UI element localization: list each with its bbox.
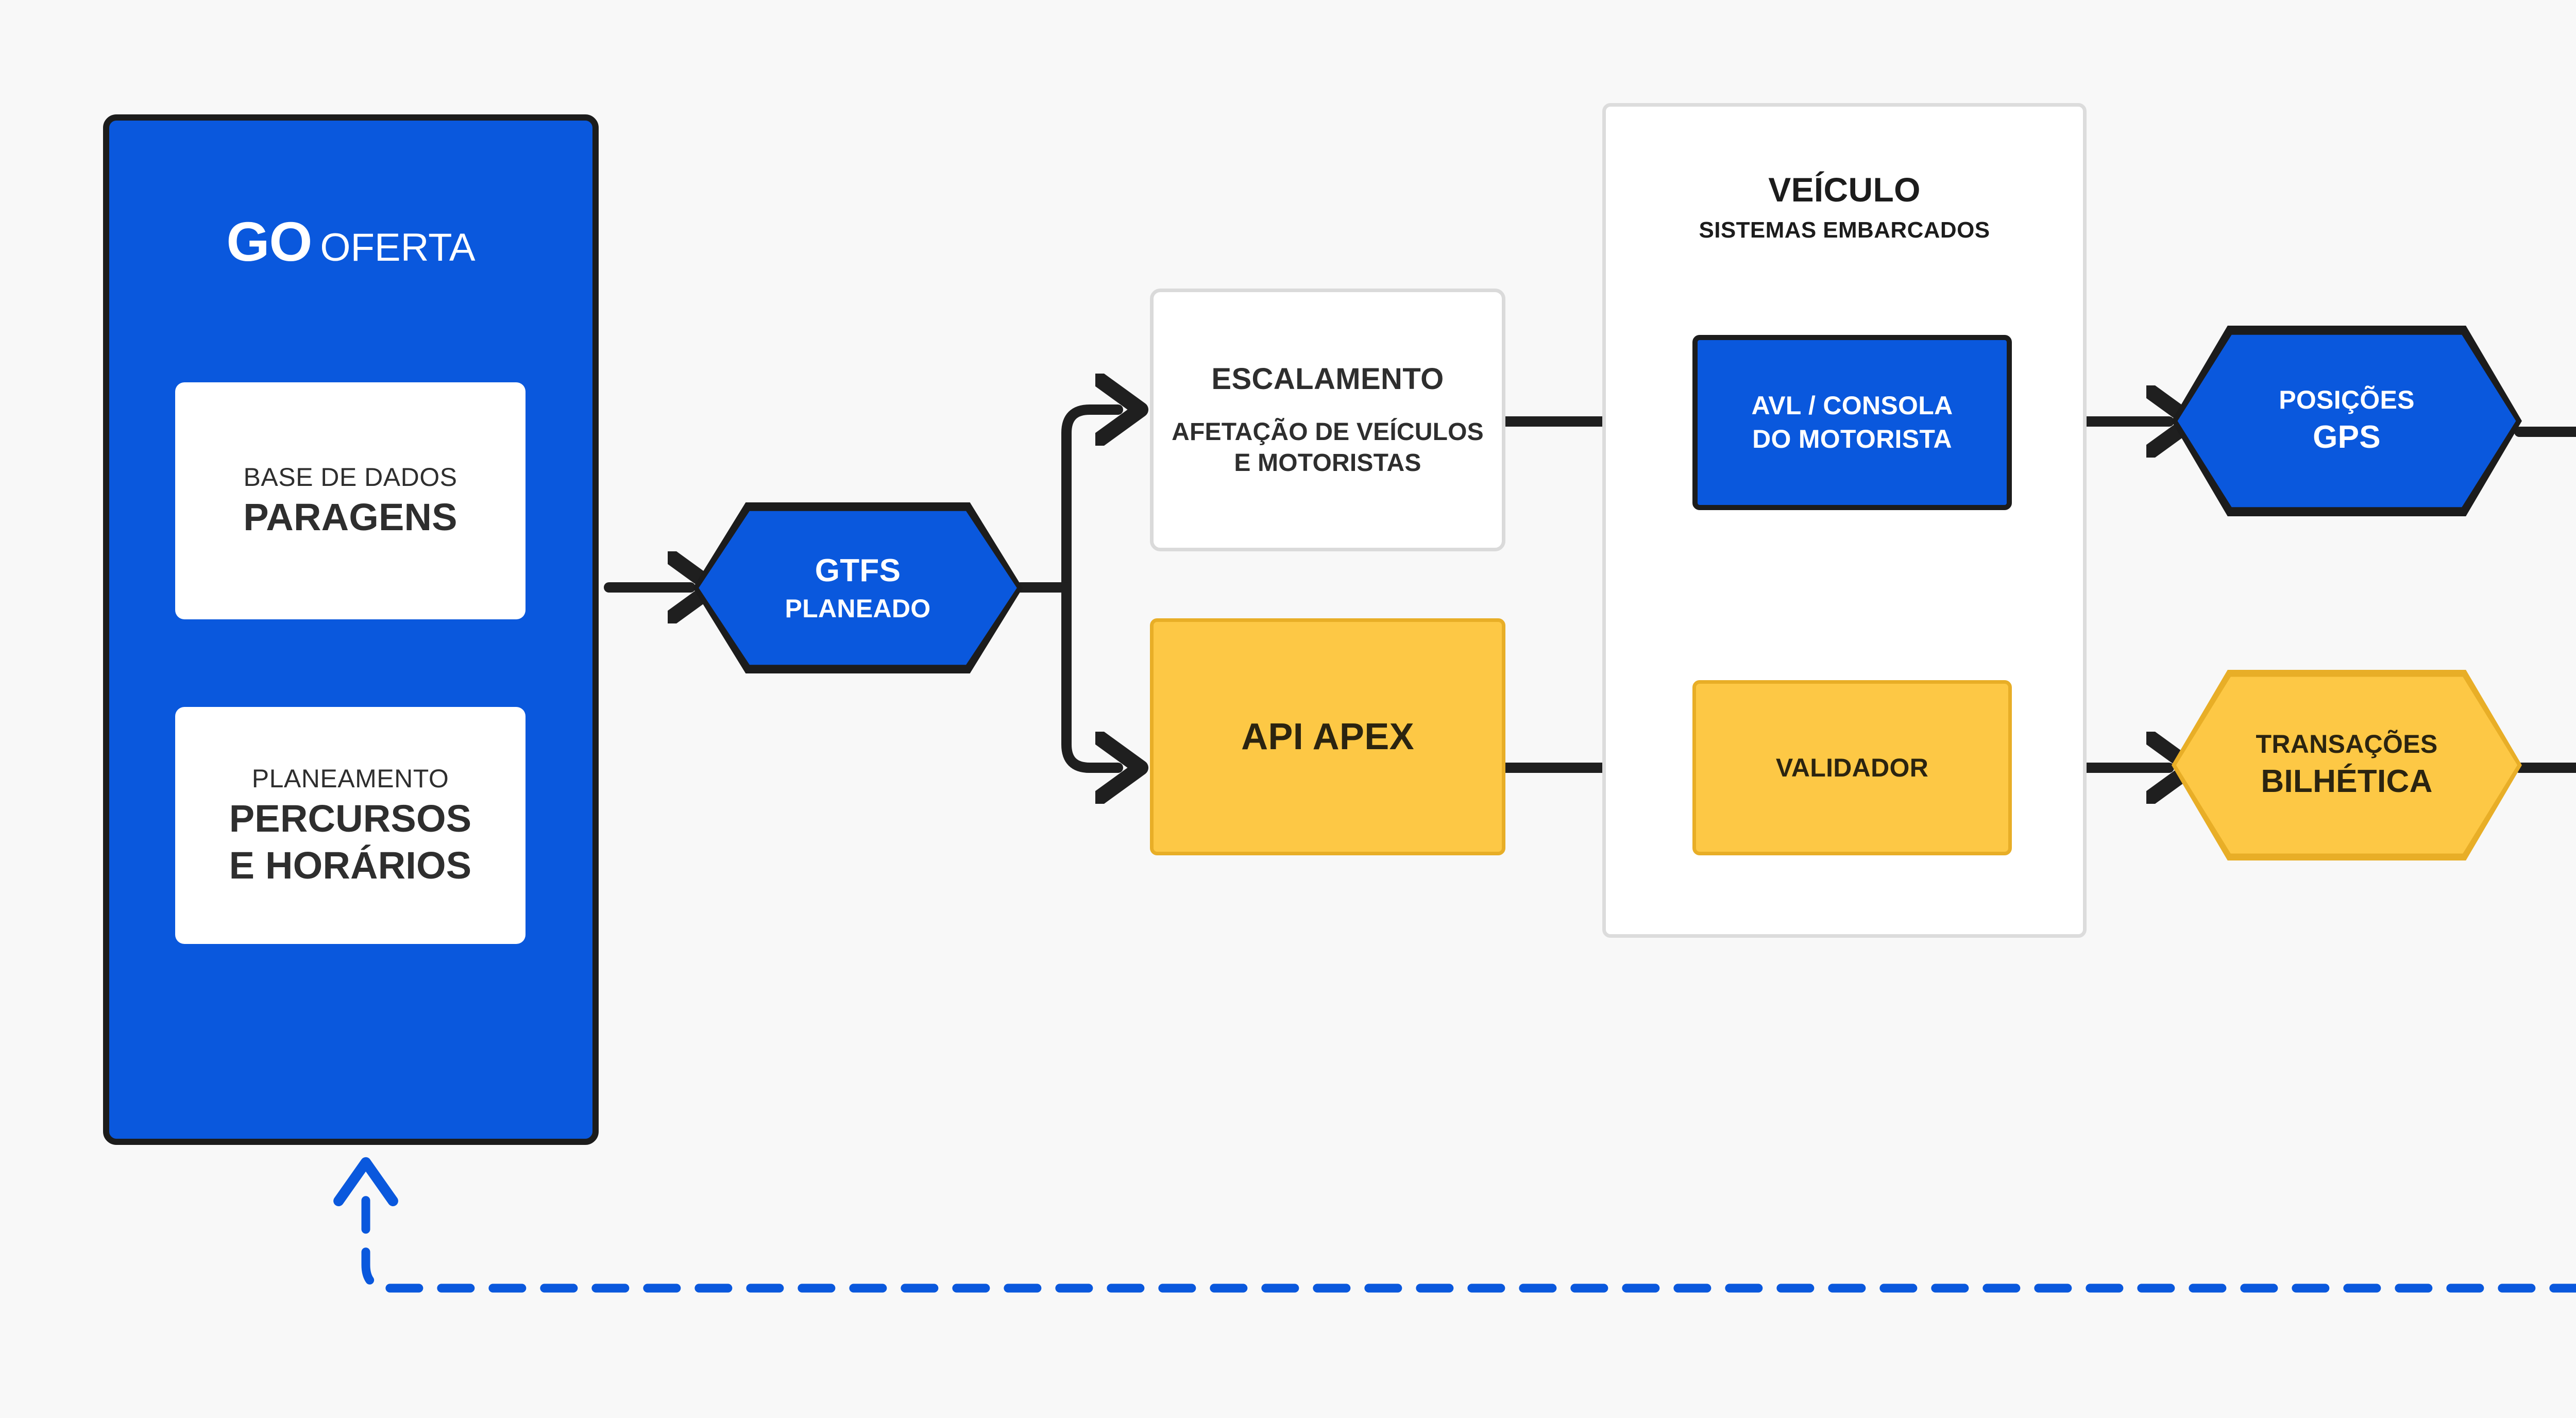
avl-line1: AVL / CONSOLA — [1751, 391, 1953, 420]
card-percursos-line1: PERCURSOS — [229, 797, 472, 840]
card-base-dados-paragens[interactable]: BASE DE DADOS PARAGENS — [175, 382, 526, 619]
card-percursos-line2: E HORÁRIOS — [229, 843, 472, 887]
escalamento-subtitle-line2: E MOTORISTAS — [1234, 449, 1421, 477]
veiculo-title: VEÍCULO — [1768, 171, 1921, 209]
go-oferta-title: GO OFERTA — [226, 209, 475, 274]
arrow-feedback-loop — [333, 1157, 2576, 1293]
arrow-branch-escalamento — [1061, 410, 1118, 593]
card-percursos-eyebrow: PLANEAMENTO — [251, 764, 449, 794]
node-api-apex[interactable]: API APEX — [1150, 618, 1505, 855]
api-apex-label: API APEX — [1241, 716, 1414, 757]
card-paragens-eyebrow: BASE DE DADOS — [243, 463, 457, 492]
node-validador[interactable]: VALIDADOR — [1692, 680, 2012, 855]
hex-gtfs-planeado[interactable]: GTFS PLANEADO — [693, 502, 1023, 673]
go-oferta-title-sub: OFERTA — [320, 226, 476, 269]
arrow-branch-apiapex — [1061, 582, 1118, 768]
validador-label: VALIDADOR — [1775, 753, 1929, 782]
veiculo-container-title: VEÍCULO SISTEMAS EMBARCADOS — [1602, 170, 2087, 243]
node-escalamento[interactable]: ESCALAMENTO AFETAÇÃO DE VEÍCULOS E MOTOR… — [1150, 289, 1505, 551]
go-oferta-title-go: GO — [226, 210, 312, 273]
go-oferta-panel: GO OFERTA — [103, 114, 599, 1145]
escalamento-subtitle-line1: AFETAÇÃO DE VEÍCULOS — [1172, 418, 1484, 446]
node-avl-consola-motorista[interactable]: AVL / CONSOLA DO MOTORISTA — [1692, 335, 2012, 510]
card-planeamento-percursos-horarios[interactable]: PLANEAMENTO PERCURSOS E HORÁRIOS — [175, 707, 526, 944]
hex-transacoes-bilhetica[interactable]: TRANSAÇÕES BILHÉTICA — [2172, 670, 2522, 860]
card-paragens-title: PARAGENS — [243, 496, 457, 539]
avl-line2: DO MOTORISTA — [1752, 425, 1952, 453]
escalamento-title: ESCALAMENTO — [1211, 362, 1444, 396]
hex-posicoes-gps[interactable]: POSIÇÕES GPS — [2172, 326, 2522, 516]
veiculo-subtitle: SISTEMAS EMBARCADOS — [1699, 217, 1990, 243]
